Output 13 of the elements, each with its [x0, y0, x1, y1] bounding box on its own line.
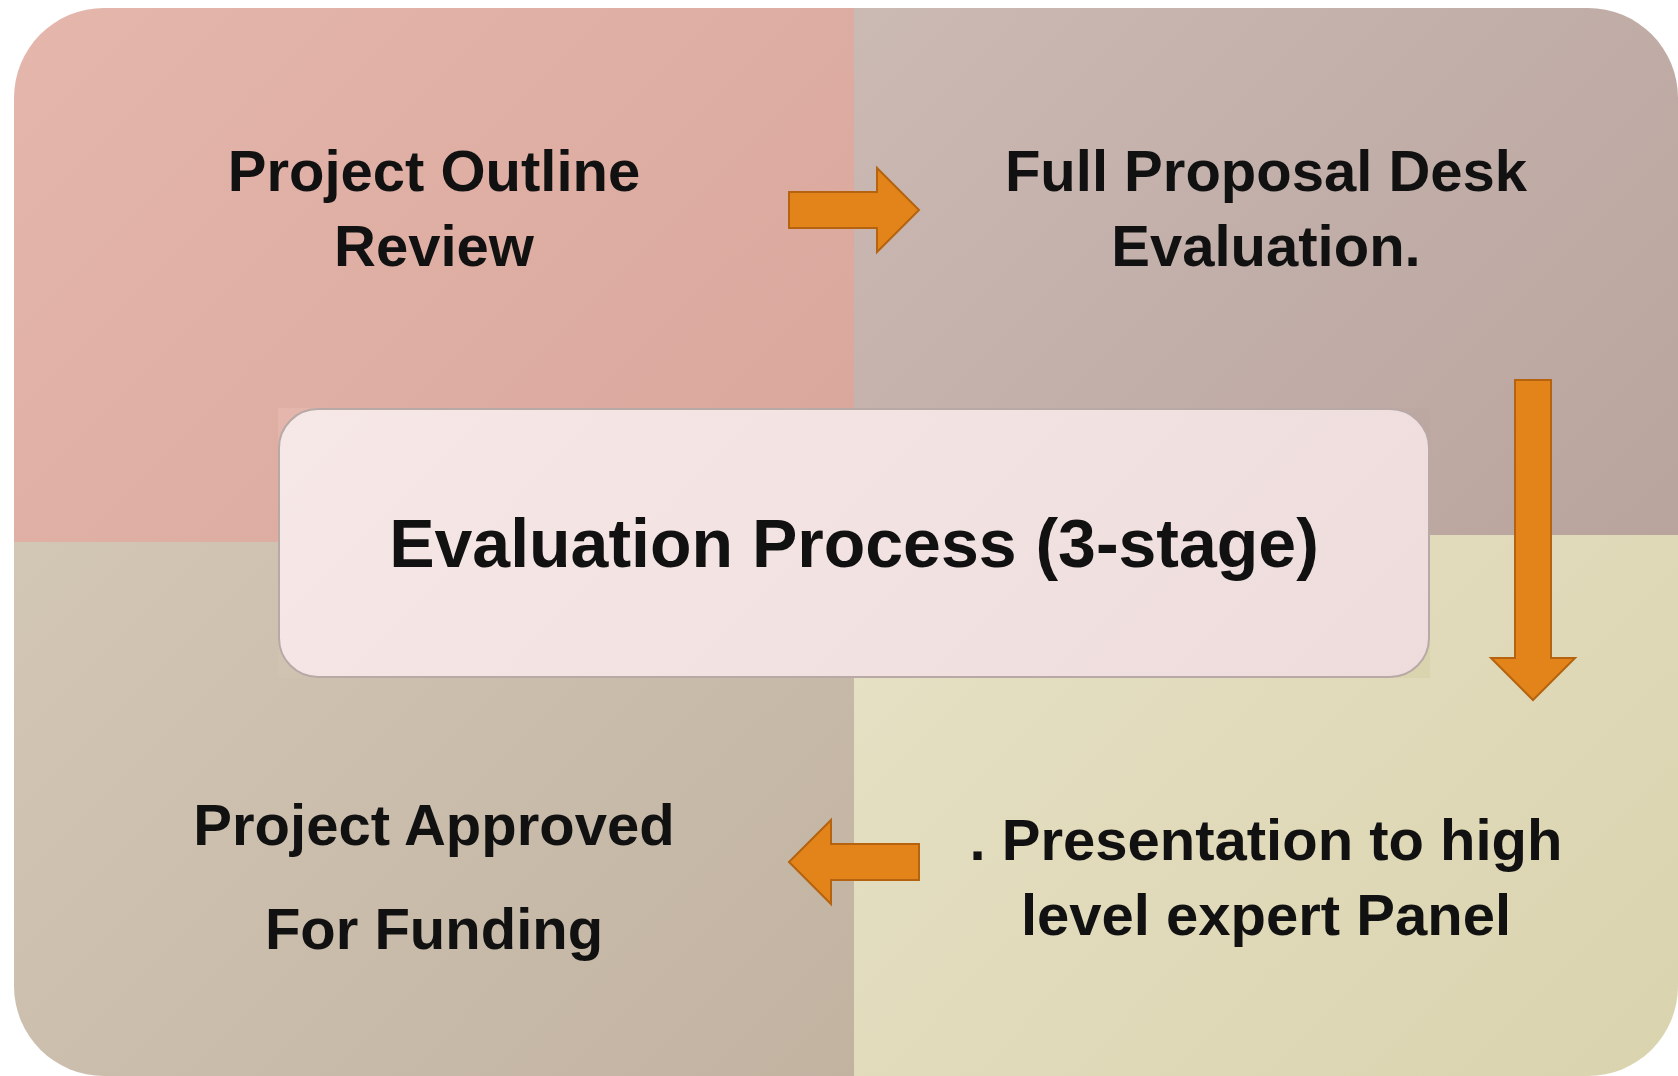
center-title: Evaluation Process (3-stage) — [389, 503, 1319, 583]
center-box — [278, 408, 1430, 678]
quadrant-panel — [854, 678, 1678, 1076]
stage-label: Project Approved For Funding — [192, 790, 676, 963]
stage-label: Project Outline Review — [226, 136, 642, 280]
block-arrow — [1488, 379, 1578, 702]
quadrant-panel — [14, 8, 854, 408]
block-arrow — [788, 165, 921, 255]
stage-label: . Presentation to high level expert Panel — [968, 805, 1564, 949]
quadrant-panel — [14, 678, 854, 1076]
block-arrow — [787, 817, 920, 907]
quadrant-panel — [854, 8, 1678, 408]
stage-label: Full Proposal Desk Evaluation. — [1003, 136, 1529, 280]
